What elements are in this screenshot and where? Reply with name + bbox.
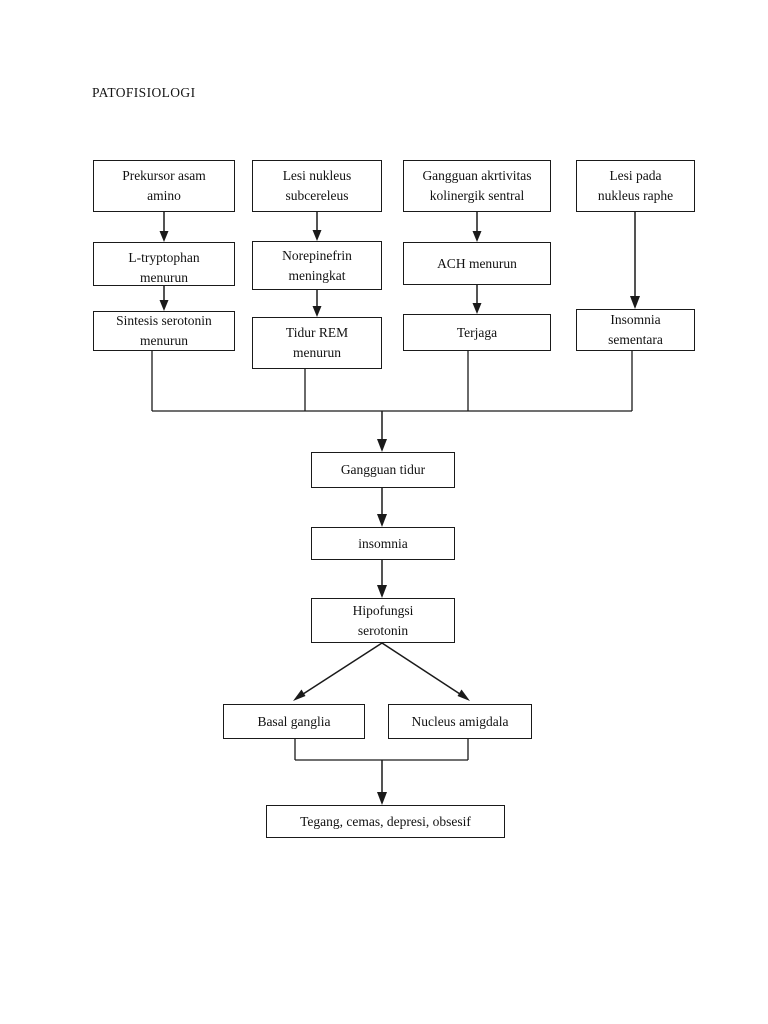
node-label: Insomnia sementara [608,312,663,347]
node-lesi-nukleus-subcereleus[interactable]: Lesi nukleus subcereleus [252,160,382,212]
node-gangguan-akrtivitas-kolinergik-sentral[interactable]: Gangguan akrtivitas kolinergik sentral [403,160,551,212]
node-label: Lesi nukleus subcereleus [282,168,352,203]
node-gangguan-tidur[interactable]: Gangguan tidur [311,452,455,488]
edge-n4-n5 [312,212,322,241]
node-label: Nucleus amigdala [411,713,509,729]
node-label: Gangguan tidur [340,462,426,478]
node-label: Norepinefrin meningkat [282,247,352,283]
node-label: Tidur REM menurun [285,325,349,360]
node-label: L-tryptophan menurun [128,250,200,285]
node-nucleus-amigdala[interactable]: Nucleus amigdala [388,704,532,739]
page-title: PATOFISIOLOGI [92,85,196,100]
node-prekursor-asam-amino[interactable]: Prekursor asam amino [93,160,235,212]
edge-n12-n13 [377,488,387,527]
node-insomnia-sementara[interactable]: Insomnia sementara [576,309,695,351]
node-tidur-rem-menurun[interactable]: Tidur REM menurun [252,317,382,369]
edge-n13-n14 [377,560,387,598]
node-l-tryptophan-menurun[interactable]: L-tryptophan menurun [93,242,235,286]
node-insomnia[interactable]: insomnia [311,527,455,560]
node-ach-menurun[interactable]: ACH menurun [403,242,551,285]
node-label: Terjaga [456,324,498,340]
edge-n8-n9 [472,285,482,314]
node-label: Lesi pada nukleus raphe [597,168,674,203]
node-label: Basal ganglia [257,713,331,729]
edge-bus-row3 [151,351,633,452]
node-label: Gangguan akrtivitas kolinergik sentral [422,168,532,203]
edge-n7-n8 [472,212,482,242]
node-lesi-pada-nukleus-raphe[interactable]: Lesi pada nukleus raphe [576,160,695,212]
node-hipofungsi-serotonin[interactable]: Hipofungsi serotonin [311,598,455,643]
edge-n14-n16 [381,642,470,701]
edge-n10-n11 [630,212,640,309]
node-norepinefrin-meningkat[interactable]: Norepinefrin meningkat [252,241,382,290]
node-label: Hipofungsi serotonin [352,602,414,638]
edge-n2-n3 [159,286,169,311]
edge-n1-n2 [159,212,169,242]
node-label: Tegang, cemas, depresi, obsesif [300,813,471,829]
edge-n14-n15 [293,642,383,701]
node-label: Prekursor asam amino [122,168,206,203]
node-terjaga[interactable]: Terjaga [403,314,551,351]
node-label: ACH menurun [437,255,517,271]
node-tegang-cemas-depresi-obsesif[interactable]: Tegang, cemas, depresi, obsesif [266,805,505,838]
node-sintesis-serotonin-menurun[interactable]: Sintesis serotonin menurun [93,311,235,351]
node-basal-ganglia[interactable]: Basal ganglia [223,704,365,739]
edge-bus-row7 [294,739,469,805]
node-label: insomnia [358,535,408,551]
edge-n5-n6 [312,290,322,317]
node-label: Sintesis serotonin menurun [116,313,212,348]
